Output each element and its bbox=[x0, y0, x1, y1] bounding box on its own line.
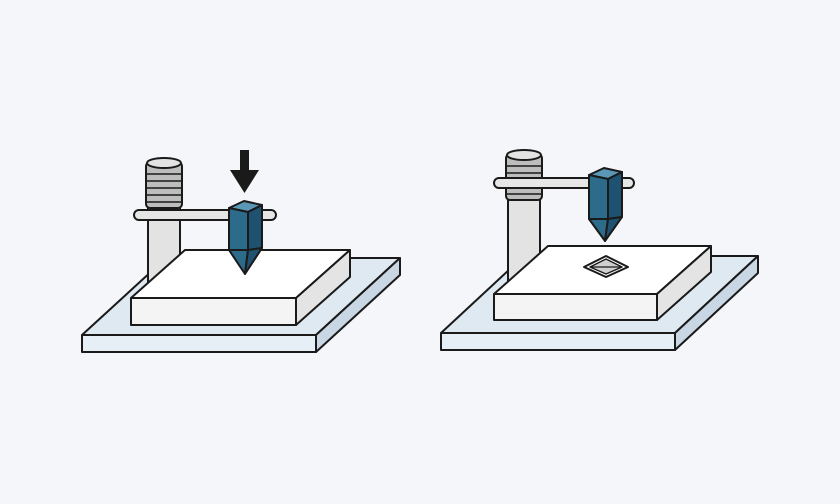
indentation-mark bbox=[583, 255, 629, 278]
screw-thread bbox=[505, 149, 543, 201]
specimen-block bbox=[130, 249, 351, 326]
indenter bbox=[588, 167, 623, 242]
indenter bbox=[228, 200, 263, 275]
down-arrow bbox=[230, 150, 259, 193]
screw-thread bbox=[145, 157, 183, 209]
panel-before bbox=[81, 150, 401, 353]
panel-after bbox=[440, 149, 759, 351]
